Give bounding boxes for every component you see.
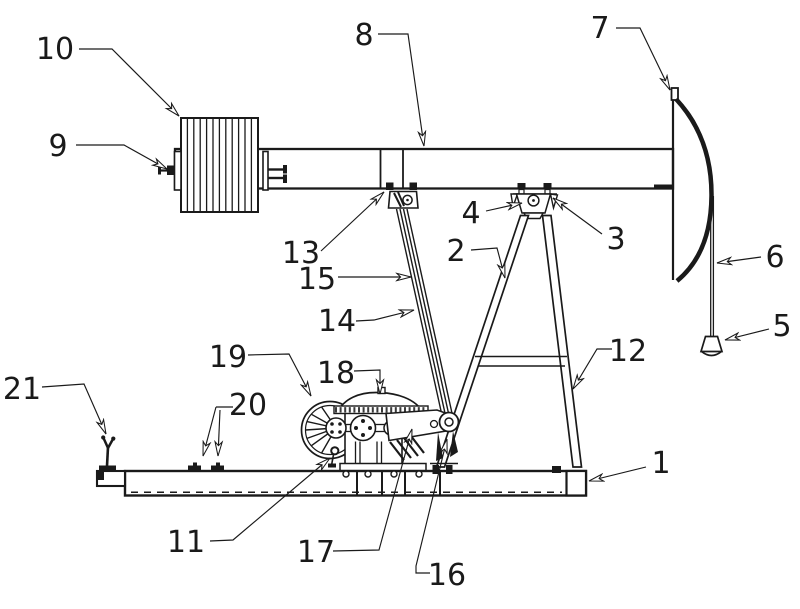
callout-7-leader [616, 27, 671, 90]
callout-4: 4 [461, 196, 522, 231]
callout-10-leader [79, 48, 179, 116]
callout-15-label: 15 [298, 262, 336, 297]
callout-9: 9 [48, 129, 167, 170]
callout-11-leader [209, 458, 330, 542]
callout-16-label: 16 [428, 558, 466, 593]
gearbox-support [354, 435, 425, 464]
horsehead-face-arc [674, 97, 714, 283]
callout-14-label: 14 [318, 304, 356, 339]
callout-4-label: 4 [461, 196, 480, 231]
callout-21: 21 [3, 372, 107, 434]
equalizer-bearing [386, 182, 419, 209]
callout-5-leader [725, 328, 770, 340]
callout-9-leader [76, 144, 167, 170]
gearbox-dome-bolt [377, 386, 386, 395]
skid-divisions [356, 471, 441, 496]
callout-17-leader [332, 429, 413, 552]
callout-16-leader [415, 439, 447, 574]
skid-right-end-block [565, 469, 588, 497]
brake-assembly [328, 446, 340, 468]
callout-3: 3 [553, 198, 626, 257]
callout-12-label: 12 [609, 334, 647, 369]
callout-10-label: 10 [36, 32, 74, 67]
callout-15: 15 [298, 262, 411, 297]
crank-arm [385, 409, 454, 442]
callout-18-label: 18 [317, 356, 355, 391]
callout-18: 18 [317, 356, 380, 394]
gearbox-base-plate [339, 462, 427, 478]
callout-20-leader-left [202, 406, 217, 456]
callout-13-label: 13 [282, 236, 320, 271]
callout-12-leader [573, 348, 612, 389]
callout-8-leader [378, 33, 424, 146]
callout-19-label: 19 [209, 340, 247, 375]
beam-end-weld [654, 184, 673, 190]
skid-base [95, 469, 588, 497]
counterweight-box [158, 117, 287, 213]
callout-8: 8 [354, 18, 424, 146]
callout-1-leader [589, 466, 647, 481]
callouts: 1 2 3 4 5 6 7 8 [3, 11, 792, 593]
callout-20-leader-right [218, 409, 220, 456]
beam-left-bolt [167, 165, 175, 175]
callout-9-label: 9 [48, 129, 67, 164]
callout-3-label: 3 [606, 222, 625, 257]
callout-3-leader [553, 198, 603, 235]
callout-6: 6 [717, 240, 785, 275]
callout-11: 11 [167, 458, 330, 560]
callout-20-label: 20 [229, 388, 267, 423]
callout-2-leader [470, 247, 506, 278]
callout-7: 7 [590, 11, 671, 90]
brake-lever-board [333, 405, 429, 415]
callout-8-label: 8 [354, 18, 373, 53]
crankshaft-hub [325, 417, 347, 439]
callout-19-leader [247, 353, 312, 396]
pitman-arm [395, 208, 455, 421]
callout-21-leader [41, 383, 107, 434]
callout-5-label: 5 [772, 309, 791, 344]
tie-down-clamps [188, 462, 224, 472]
callout-5: 5 [725, 309, 792, 344]
callout-11-label: 11 [167, 525, 205, 560]
carrier-bar-weight [699, 335, 724, 357]
samson-post [435, 214, 583, 468]
callout-20: 20 [202, 388, 267, 456]
callout-7-label: 7 [590, 11, 609, 46]
horsehead [670, 87, 714, 283]
callout-1: 1 [589, 446, 671, 481]
beam-left-clamp-plate [173, 150, 182, 191]
gearbox-face-plate [346, 414, 385, 442]
callout-16: 16 [415, 439, 466, 593]
samson-post-right-leg [541, 214, 583, 468]
callout-13: 13 [282, 192, 384, 271]
samson-post-left-leg [435, 214, 530, 468]
callout-6-label: 6 [765, 240, 784, 275]
callout-13-leader [320, 192, 384, 252]
callout-17: 17 [297, 429, 413, 570]
gearbox-mount-bolts [342, 470, 423, 478]
callout-19: 19 [209, 340, 312, 396]
beam-right-bolts [268, 165, 287, 183]
callout-2: 2 [446, 234, 506, 278]
samson-post-brace [475, 355, 567, 367]
callout-14: 14 [318, 304, 414, 339]
bridle-cable [710, 196, 715, 336]
callout-21-label: 21 [3, 372, 41, 407]
callout-2-label: 2 [446, 234, 465, 269]
callout-6-leader [717, 257, 762, 263]
counterweight-fins [186, 118, 253, 212]
brake-hand-lever [96, 435, 116, 480]
callout-1-label: 1 [651, 446, 670, 481]
beam-right-clamp-plate [262, 150, 269, 191]
horsehead-top-tab [670, 87, 679, 101]
callout-12: 12 [573, 334, 647, 389]
callout-4-leader [485, 203, 522, 212]
callout-17-label: 17 [297, 535, 335, 570]
callout-10: 10 [36, 32, 179, 116]
callout-18-leader [353, 369, 380, 394]
leg-foot-bolts [432, 465, 561, 474]
callout-14-leader [355, 310, 414, 322]
